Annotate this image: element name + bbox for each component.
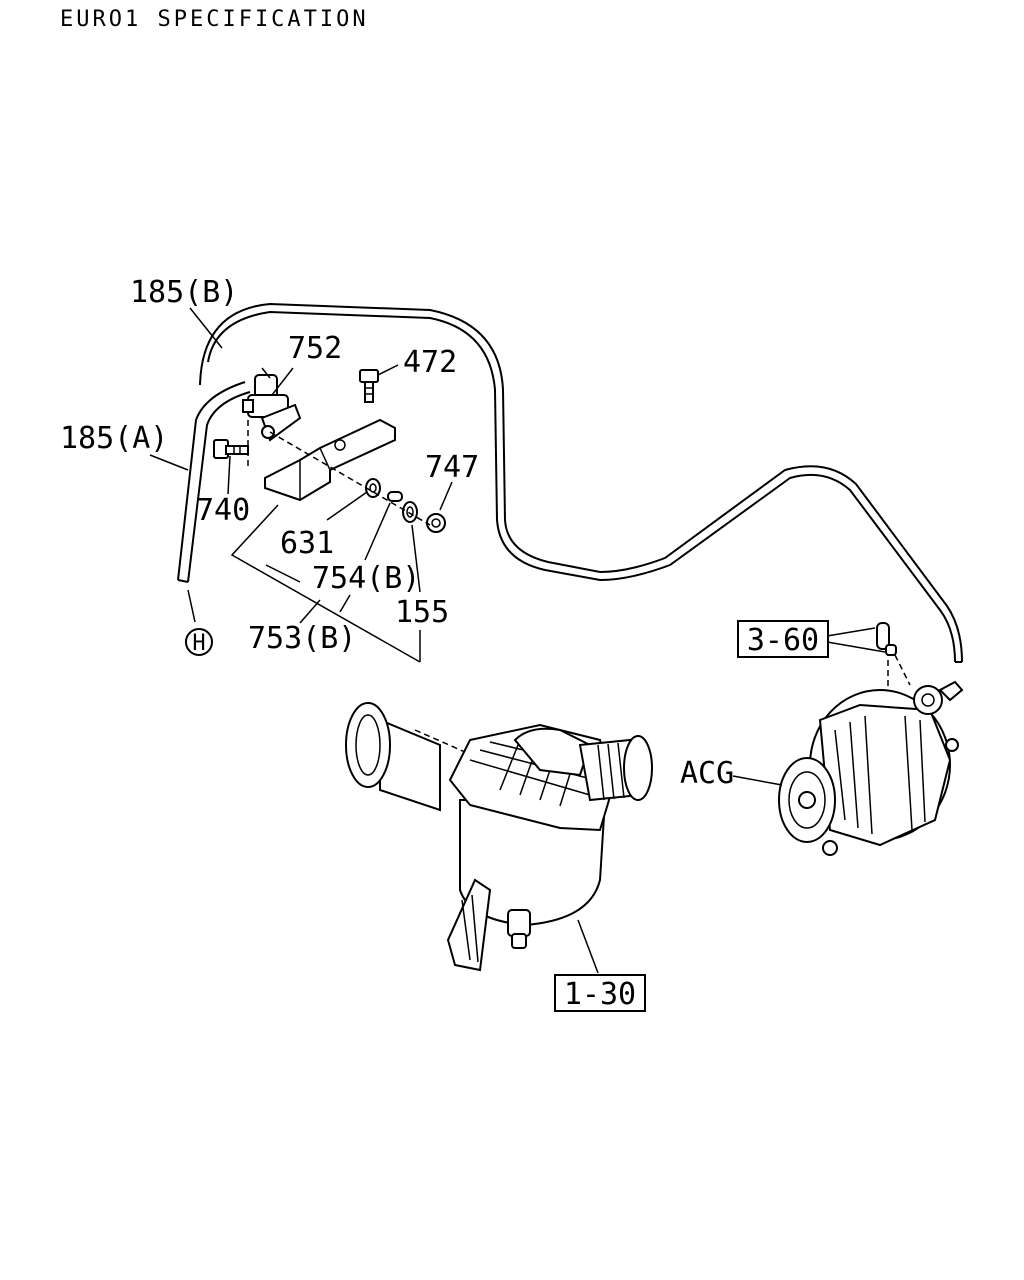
air-cleaner (345, 702, 653, 972)
connector-h-label: H (192, 631, 205, 656)
callout-185b: 185(B) (130, 275, 238, 310)
callout-acg: ACG (680, 756, 734, 791)
alternator-acg (778, 650, 964, 856)
bolt-740 (213, 439, 249, 459)
collar-754b (387, 491, 403, 502)
hose-185a (177, 381, 251, 583)
callout-753b: 753(B) (248, 621, 356, 656)
reference-1-30[interactable]: 1-30 (554, 974, 646, 1012)
callout-752: 752 (288, 331, 342, 366)
connector-h-marker: H (185, 628, 213, 656)
pipe-fitting-3-60 (876, 622, 897, 656)
reference-3-60-label: 3-60 (747, 623, 819, 658)
callout-155: 155 (395, 595, 449, 630)
reference-1-30-label: 1-30 (564, 977, 636, 1012)
callout-740: 740 (196, 493, 250, 528)
callout-472: 472 (403, 345, 457, 380)
bush-155 (402, 501, 418, 523)
leader-lines (149, 307, 886, 974)
hose-185b (199, 302, 963, 663)
bracket-753b (264, 418, 396, 502)
nut-747 (426, 513, 446, 533)
assembly-axis-line (269, 431, 431, 526)
callout-747: 747 (425, 450, 479, 485)
callout-185a: 185(A) (60, 421, 168, 456)
callout-631: 631 (280, 526, 334, 561)
page-title: EURO1 SPECIFICATION (60, 7, 369, 32)
reference-3-60[interactable]: 3-60 (737, 620, 829, 658)
bolt-472 (359, 369, 379, 403)
callout-754b: 754(B) (312, 561, 420, 596)
vsv-valve-752 (242, 367, 302, 442)
